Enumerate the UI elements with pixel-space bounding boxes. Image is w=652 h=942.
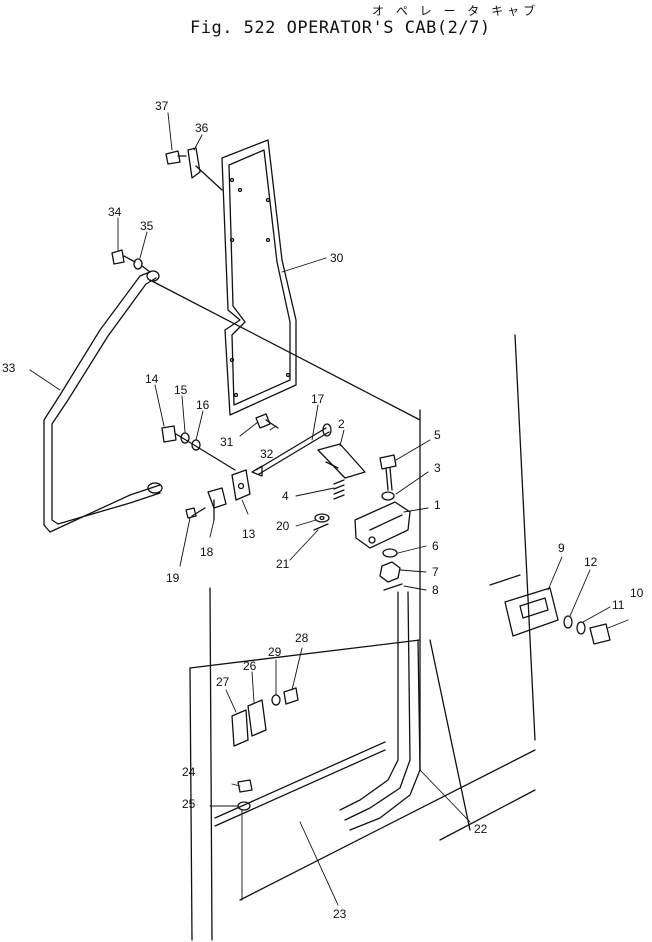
- window-glass-30: [221, 139, 297, 416]
- part-label-11: 11: [612, 598, 625, 612]
- cab-frame: [189, 334, 536, 941]
- part-label-8: 8: [432, 583, 439, 597]
- lock-body-1: [354, 501, 411, 549]
- bolt-31-32: [255, 413, 279, 429]
- part-label-4: 4: [282, 489, 289, 503]
- washer-25: [237, 801, 251, 811]
- part-label-29: 29: [268, 645, 282, 659]
- part-label-1: 1: [434, 498, 441, 512]
- part-label-37: 37: [155, 99, 169, 113]
- part-label-16: 16: [196, 398, 210, 412]
- block-13: [231, 469, 251, 501]
- part-label-31: 31: [220, 435, 234, 449]
- part-label-24: 24: [182, 765, 196, 779]
- pin-21: [313, 523, 329, 531]
- part-label-21: 21: [276, 557, 290, 571]
- bolt-14-washer-15-16: [161, 425, 236, 471]
- washer-12: [563, 615, 573, 629]
- pin-8: [383, 583, 403, 591]
- part-label-14: 14: [145, 372, 159, 386]
- part-label-9: 9: [558, 541, 565, 555]
- bolt-5: [379, 454, 397, 491]
- part-label-12: 12: [584, 555, 598, 569]
- part-label-17: 17: [311, 392, 325, 406]
- washer-29: [271, 694, 281, 706]
- part-labels: 37 36 34 35 30 33 14 15 16 17 2 31 32 5 …: [2, 99, 644, 921]
- latch-bracket-2: [317, 443, 366, 479]
- part-label-32: 32: [260, 447, 274, 461]
- part-label-20: 20: [276, 519, 290, 533]
- part-label-34: 34: [108, 205, 122, 219]
- washer-11: [576, 621, 586, 635]
- seal-channel-22: [339, 591, 421, 831]
- part-label-7: 7: [432, 565, 439, 579]
- washer-3: [381, 491, 395, 501]
- part-label-27: 27: [216, 675, 230, 689]
- part-label-2: 2: [338, 417, 345, 431]
- part-label-10: 10: [630, 586, 644, 600]
- rail-23: [214, 741, 386, 827]
- part-label-13: 13: [242, 527, 256, 541]
- spring-4: [333, 479, 345, 500]
- part-label-26: 26: [243, 659, 257, 673]
- part-label-18: 18: [200, 545, 214, 559]
- part-label-15: 15: [174, 383, 188, 397]
- part-label-36: 36: [195, 121, 209, 135]
- part-label-3: 3: [434, 461, 441, 475]
- part-label-35: 35: [140, 219, 154, 233]
- bracket-36: [187, 147, 223, 191]
- bracket-26: [247, 699, 267, 737]
- screw-19: [185, 507, 206, 519]
- leader-lines: [29, 112, 629, 906]
- washer-6: [382, 548, 398, 558]
- nut-7: [379, 561, 401, 583]
- bracket-27: [231, 709, 249, 747]
- handrail-33: [43, 270, 421, 533]
- bolt-24: [237, 779, 253, 793]
- part-label-33: 33: [2, 361, 16, 375]
- bolt-37: [165, 150, 187, 165]
- part-label-22: 22: [474, 822, 488, 836]
- part-label-23: 23: [333, 907, 347, 921]
- part-label-28: 28: [295, 631, 309, 645]
- part-label-5: 5: [434, 428, 441, 442]
- part-label-19: 19: [166, 571, 180, 585]
- part-label-30: 30: [330, 251, 344, 265]
- figure-title: Fig. 522 OPERATOR'S CAB(2/7): [190, 18, 491, 38]
- rod-17: [251, 423, 332, 477]
- bolt-34-washer-35: [111, 249, 151, 273]
- bolt-28: [283, 687, 299, 705]
- striker-plate-9: [489, 574, 559, 637]
- part-label-25: 25: [182, 797, 196, 811]
- washer-20: [314, 513, 330, 523]
- part-label-6: 6: [432, 539, 439, 553]
- stopper-18: [207, 487, 227, 521]
- bolt-10: [589, 623, 611, 645]
- title-kana: オ ペ レ ー タ キャブ: [372, 4, 540, 18]
